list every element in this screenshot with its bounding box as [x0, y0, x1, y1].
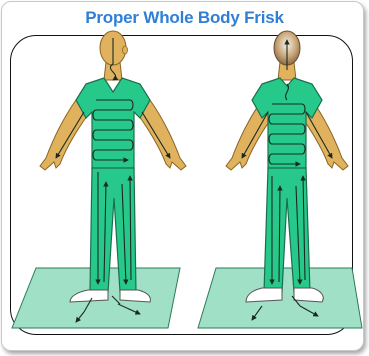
back-figure	[198, 31, 362, 328]
ear	[123, 46, 128, 54]
front-figure	[12, 31, 186, 328]
scrub-top	[76, 78, 150, 170]
